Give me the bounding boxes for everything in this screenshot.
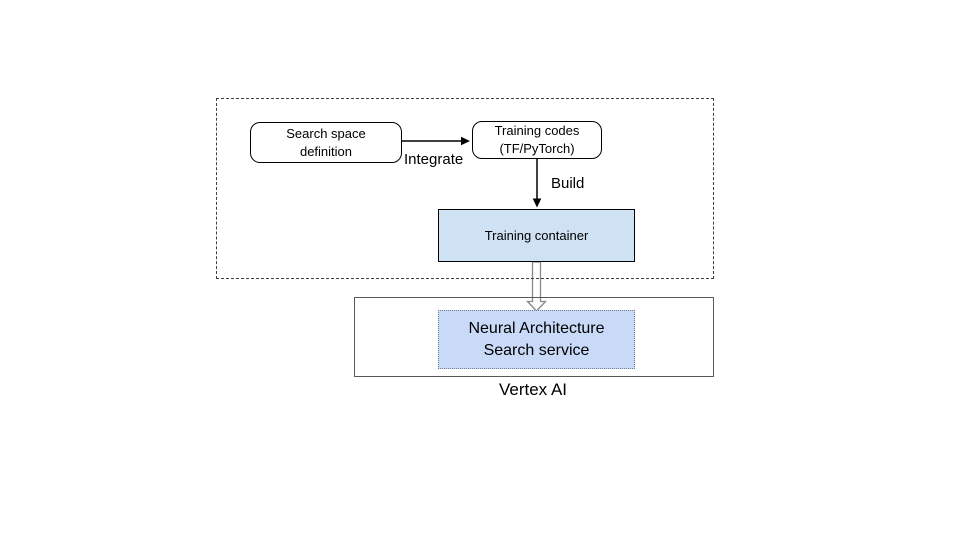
build-edge-label: Build [551,175,585,192]
nas-service-node: Neural Architecture Search service [438,310,635,369]
training-container-label: Training container [484,228,589,243]
nas-service-label-line1: Neural Architecture [468,319,605,337]
search-space-label-line1: Search space [286,125,366,141]
integrate-arrow [402,136,470,146]
build-environment-container [216,98,714,279]
training-codes-label-line1: Training codes [494,123,580,138]
search-space-label-line2: definition [299,143,353,159]
training-container-node: Training container [438,209,635,262]
training-codes-node: Training codes (TF/PyTorch) [472,121,602,159]
nas-service-label-line2: Search service [483,341,590,359]
vertex-ai-container [354,297,714,377]
training-codes-label-line2: (TF/PyTorch) [499,141,575,156]
build-arrow [532,158,542,208]
integrate-edge-label: Integrate [404,151,464,168]
search-space-node: Search space definition [250,122,402,163]
submit-arrow [525,261,548,312]
vertex-ai-caption: Vertex AI [498,380,568,399]
